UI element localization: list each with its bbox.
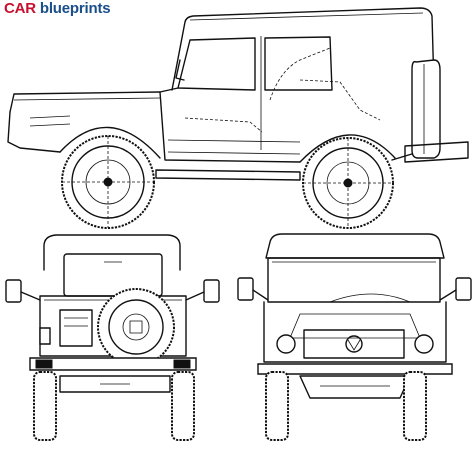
front-mirror-left <box>238 278 268 300</box>
brand-car-text: CAR <box>4 0 36 17</box>
rear-tyre-left <box>34 372 56 440</box>
front-hood <box>264 302 446 362</box>
front-tyre-right <box>404 372 426 440</box>
rear-mirror-left <box>6 280 40 302</box>
front-bumper <box>258 364 452 374</box>
rear-view <box>6 235 219 440</box>
side-view <box>8 8 468 228</box>
side-front <box>8 112 60 152</box>
side-canvas-top <box>172 8 434 90</box>
rear-spare-wheel <box>98 289 174 365</box>
rear-tyre-right <box>172 372 194 440</box>
side-spare-wheel <box>412 60 440 158</box>
front-view <box>238 234 471 440</box>
side-hood <box>10 88 178 112</box>
rear-mirror-right <box>186 280 219 302</box>
side-front-wheel <box>62 136 154 228</box>
side-door-window <box>178 38 255 90</box>
front-tyre-left <box>266 372 288 440</box>
side-body <box>160 88 434 162</box>
side-rear-bumper <box>405 142 468 162</box>
front-mirror-right <box>440 278 471 300</box>
side-rear-window <box>265 37 332 90</box>
front-badge <box>346 336 362 352</box>
front-grille <box>304 330 404 358</box>
rear-canopy <box>44 235 180 270</box>
side-mirror <box>176 60 184 80</box>
brand-logo: CAR blueprints <box>4 0 111 17</box>
front-headlight-left <box>277 335 295 353</box>
front-headlight-right <box>415 335 433 353</box>
rear-light-left <box>40 328 50 344</box>
brand-blueprints-text: blueprints <box>39 0 111 17</box>
front-windshield <box>268 258 440 302</box>
rear-bumper <box>30 358 196 370</box>
side-rear-wheel <box>303 138 393 228</box>
front-canopy <box>266 234 444 258</box>
